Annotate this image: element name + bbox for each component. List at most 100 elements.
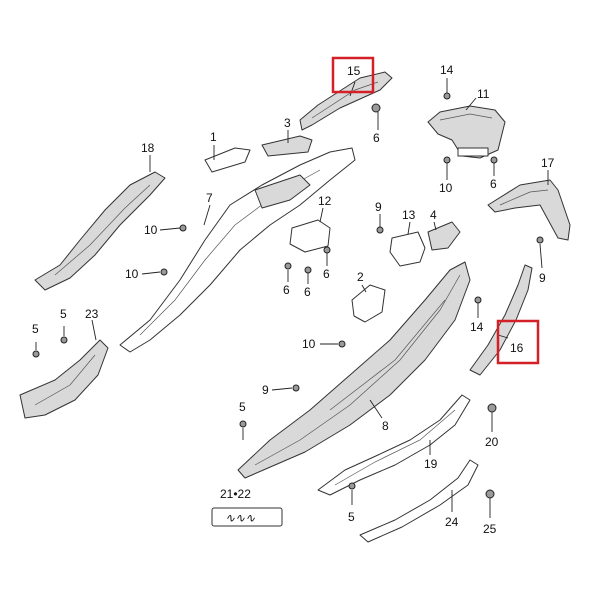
callout-10d: 10 [302, 337, 316, 351]
part-7-shape [119, 147, 356, 353]
bolt-20 [487, 403, 497, 413]
part-24-shape [359, 459, 479, 543]
part-11-bracket [457, 147, 489, 157]
callout-20: 20 [485, 435, 499, 449]
clip-9b [536, 236, 544, 244]
part-8-shape [237, 261, 471, 479]
callout-6e: 6 [323, 267, 330, 281]
callout-10c: 10 [125, 267, 139, 281]
clip-10c [160, 268, 168, 276]
part-13-shape [389, 231, 426, 267]
clip-10d [338, 340, 346, 348]
callout-18: 18 [141, 141, 155, 155]
clip-9c [292, 384, 300, 392]
callout-9c: 9 [262, 383, 269, 397]
leader-15 [349, 81, 356, 97]
part-8-crease [329, 299, 446, 411]
part-19-detail [334, 409, 456, 486]
part-4-shape [427, 221, 461, 251]
callout-5d: 5 [348, 510, 355, 524]
callout-5a: 5 [32, 322, 39, 336]
clip-10b [179, 224, 187, 232]
callout-5c: 5 [239, 400, 246, 414]
leader-lines [35, 78, 549, 518]
screw-5a [32, 350, 40, 358]
screw-14a [443, 92, 451, 100]
callout-6c: 6 [283, 283, 290, 297]
part-17-shape [487, 179, 571, 241]
callout-23: 23 [85, 307, 99, 321]
screw-6b [490, 156, 498, 164]
callout-3: 3 [284, 116, 291, 130]
part-15-detail [311, 81, 379, 119]
leader-9b [539, 243, 543, 269]
callout-4: 4 [430, 208, 437, 222]
screw-10a [443, 156, 451, 164]
part-7-inset [254, 174, 311, 209]
clip-9a [376, 226, 384, 234]
part-21-22-logo-glyph: ∿∿∿ [225, 511, 255, 525]
screw-6e [323, 246, 331, 254]
callout-1: 1 [210, 130, 217, 144]
part-21-22-logo [211, 507, 283, 527]
part-19-shape [317, 394, 471, 496]
callout-24: 24 [445, 515, 459, 529]
screw-5b [60, 336, 68, 344]
part-12-shape [289, 219, 331, 253]
part-18-detail [54, 184, 151, 276]
callout-15: 15 [347, 64, 361, 78]
callout-7: 7 [206, 191, 213, 205]
part-1-shape [204, 147, 251, 173]
callout-25: 25 [483, 522, 497, 536]
part-8-detail [254, 274, 461, 466]
leader-16 [497, 334, 509, 339]
callout-10b: 10 [144, 223, 158, 237]
leader-12 [319, 207, 324, 223]
callout-16: 16 [510, 341, 524, 355]
callout-5b: 5 [60, 307, 67, 321]
callout-6d: 6 [304, 285, 311, 299]
callout-2: 2 [357, 270, 364, 284]
callout-19: 19 [424, 457, 438, 471]
leader-10b [159, 227, 181, 231]
screw-6d [304, 266, 312, 274]
callout-9b: 9 [539, 271, 546, 285]
part-11-shape [427, 105, 506, 159]
screw-6c [284, 262, 292, 270]
screw-14b [474, 296, 482, 304]
callout-labels: 15 14 11 6 10 6 17 1 3 18 7 10 10 12 9 1… [32, 63, 555, 536]
leader-7 [203, 204, 211, 226]
callout-6b: 6 [490, 177, 497, 191]
callout-14a: 14 [440, 63, 454, 77]
callout-8: 8 [382, 419, 389, 433]
screw-5d [348, 482, 356, 490]
leader-4 [433, 221, 437, 231]
callout-9a: 9 [375, 200, 382, 214]
leader-9c [271, 387, 293, 391]
screw-5c [239, 420, 247, 428]
leader-10c [141, 271, 161, 275]
part-3-shape [261, 135, 313, 157]
callout-6a: 6 [373, 131, 380, 145]
part-2-shape [351, 284, 386, 323]
screw-6a [371, 103, 381, 113]
part-17-detail [499, 189, 549, 206]
part-11-detail [439, 113, 493, 121]
highlight-box-15 [331, 56, 375, 94]
part-16-shape [469, 264, 533, 376]
leader-2 [361, 284, 367, 293]
leader-23 [91, 319, 97, 341]
leader-8 [369, 399, 383, 419]
bolt-25 [485, 489, 495, 499]
highlight-box-16 [496, 319, 540, 365]
callout-10a: 10 [439, 181, 453, 195]
callout-13: 13 [402, 208, 416, 222]
leader-13 [407, 221, 411, 235]
callout-12: 12 [318, 194, 332, 208]
leader-11 [465, 97, 477, 111]
callout-21-22: 21•22 [220, 487, 251, 501]
callout-11: 11 [477, 87, 490, 101]
callout-14b: 14 [470, 320, 484, 334]
